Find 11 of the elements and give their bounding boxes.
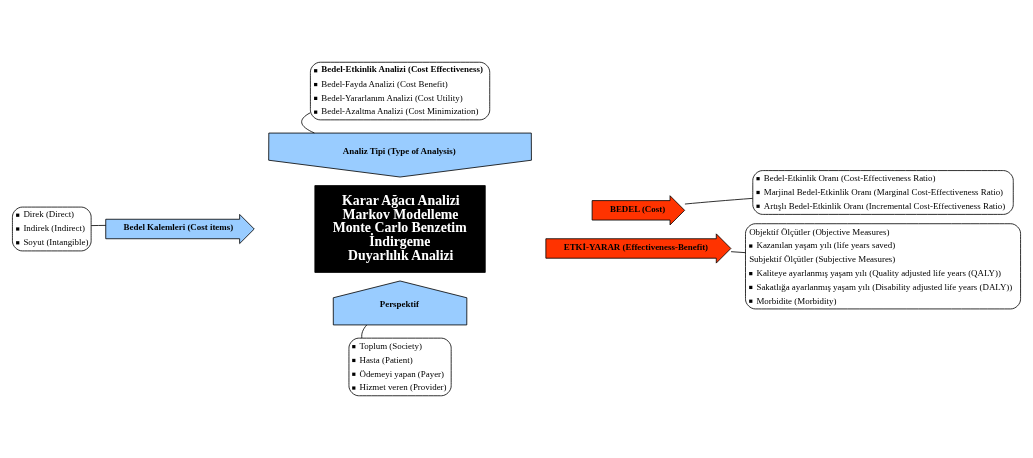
connector	[361, 324, 368, 339]
connector	[301, 112, 315, 134]
node-box: Toplum (Society) Hasta (Patient) Ödemeyi yapan (Payer) Hizmet veren (Provider)	[348, 337, 452, 397]
node-box: Bedel-Etkinlik Oranı (Cost-Effectiveness Ratio) Marjinal Bedel-Etkinlik Oranı (Marginal Cost-Effectiveness Ratio) Artışlı Bedel-Etkinlik Oranı (Incremental Cost-Effectiveness Ratio)	[752, 170, 1014, 215]
node-box: Objektif Ölçütler (Objective Measures) Kazanılan yaşam yılı (life years saved) Subjektif Ölçütler (Subjective Measures) Kaliteye ayarlanmış yaşam yılı (Quality adjusted life years (QALY)) Sakatlığa ayarlanmış yaşam yılı (Disability adjusted life years (DALY)) Morbidite (Morbidity)	[745, 223, 1021, 310]
connector	[730, 251, 746, 254]
node-box: Karar Ağacı Analizi Markov Modelleme Monte Carlo Benzetim İndirgeme Duyarlılık Analizi	[314, 185, 486, 273]
node-box: Bedel-Etkinlik Analizi (Cost Effectiveness) Bedel-Fayda Analizi (Cost Benefit) Bedel-Yararlanım Analizi (Cost Utility) Bedel-Azaltma Analizi (Cost Minimization)	[310, 61, 491, 121]
connector	[90, 225, 107, 226]
connector	[684, 197, 753, 205]
node-box: Direk (Direct) Indirek (Indirect) Soyut (Intangible)	[12, 206, 92, 252]
